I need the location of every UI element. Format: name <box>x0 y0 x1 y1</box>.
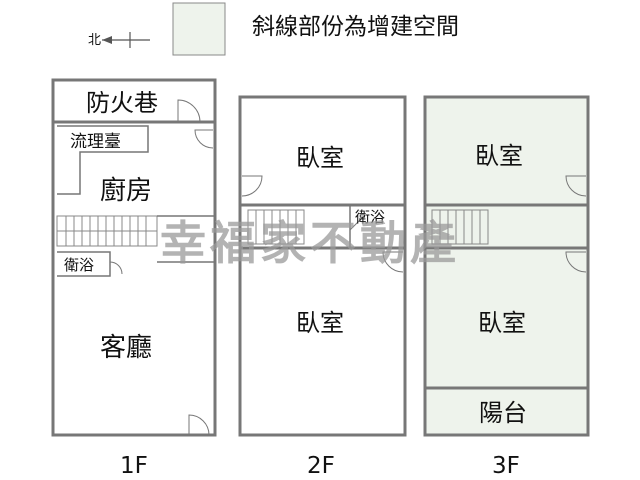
floor-1f: 防火巷 流理臺 廚房 衛浴 客廳 1F <box>51 78 217 479</box>
fire-lane-label: 防火巷 <box>86 89 158 117</box>
kitchen-label: 廚房 <box>100 176 152 206</box>
bedroom-back-2f-door-icon <box>382 251 404 273</box>
bedroom-back-2f-label: 臥室 <box>296 309 344 337</box>
bath-1f-door-icon <box>109 261 123 275</box>
floor-1f-outline <box>51 78 217 437</box>
floor-2f: 臥室 衛浴 臥室 2F <box>238 95 407 479</box>
stair-2f <box>247 209 305 245</box>
floor-3f-outline <box>423 95 590 437</box>
front-door-1f-icon <box>188 414 210 436</box>
added-space-swatch <box>172 2 226 56</box>
bedroom-back-3f-door-icon <box>565 251 587 273</box>
floor-3f: 臥室 臥室 陽台 3F <box>423 95 590 479</box>
north-arrow-icon <box>102 32 150 48</box>
bedroom-front-3f-label: 臥室 <box>475 142 523 170</box>
legend: 北 斜線部份為增建空間 <box>88 2 459 56</box>
bath-1f-label: 衛浴 <box>64 256 94 274</box>
bath-2f-door-icon <box>349 215 365 231</box>
floor-3f-label: 3F <box>492 453 520 479</box>
sink-label: 流理臺 <box>70 132 121 152</box>
balcony-label: 陽台 <box>479 399 527 427</box>
bedroom-back-3f-label: 臥室 <box>478 309 526 337</box>
floor-2f-label: 2F <box>307 453 335 479</box>
stair-1f <box>56 215 158 247</box>
north-label: 北 <box>88 33 101 48</box>
added-space-3f <box>425 97 588 435</box>
stair-3f <box>431 209 489 245</box>
bedroom-front-2f-label: 臥室 <box>296 144 344 172</box>
bedroom-front-3f-door-icon <box>565 175 587 197</box>
bedroom-front-2f-door-icon <box>241 175 263 197</box>
fire-lane-door-icon <box>177 99 201 123</box>
sink-counter <box>57 125 149 195</box>
bath-1f-box <box>57 251 111 277</box>
floor-1f-label: 1F <box>120 453 148 479</box>
watermark: 幸福家不動產 <box>160 216 460 270</box>
added-space-note: 斜線部份為增建空間 <box>252 14 459 40</box>
floor-2f-outline <box>238 95 407 437</box>
living-room-label: 客廳 <box>100 333 152 363</box>
kitchen-side-door-icon <box>194 129 214 149</box>
bath-2f-label: 衛浴 <box>355 208 385 226</box>
